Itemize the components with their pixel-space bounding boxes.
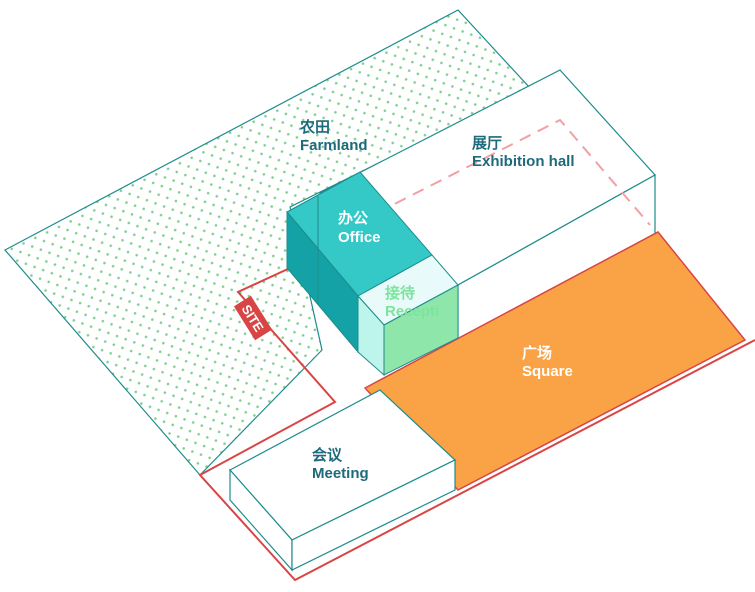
farmland-label-zh: 农田 [299,118,330,136]
exhibition-label-en: Exhibition hall [472,153,575,170]
square-label-zh: 广场 [522,344,552,362]
reception-block [357,254,459,377]
farmland-label-en: Farmland [300,137,368,154]
site-tag-box [233,295,273,341]
meeting-label-en: Meeting [312,465,369,482]
meeting-label-zh: 会议 [312,446,343,464]
reception-front [383,284,459,376]
meeting-block [229,389,457,572]
meeting-front [291,459,456,571]
square-label-en: Square [522,363,573,380]
office-block [286,171,433,354]
site-tag: SITE [233,295,273,341]
exhibition-label-zh: 展厅 [472,135,502,152]
office-label-zh: 办公 [338,209,368,227]
office-label-en: Office [338,229,381,246]
reception-label-en: Recepti [385,303,439,320]
reception-label-zh: 接待 [385,284,415,302]
site-boundary [198,267,755,582]
